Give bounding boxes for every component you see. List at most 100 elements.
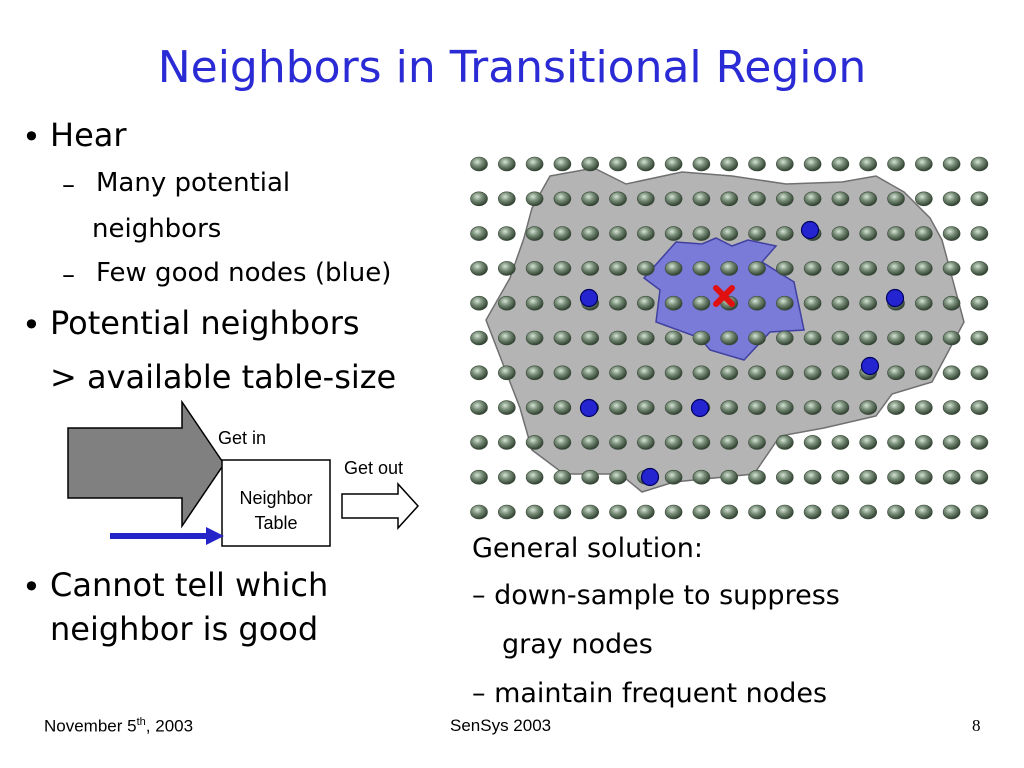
- gray-node: [470, 226, 488, 241]
- gray-node: [775, 365, 794, 381]
- gray-node: [887, 191, 905, 207]
- gray-node: [553, 295, 572, 311]
- gray-node: [497, 330, 516, 346]
- gray-node: [581, 469, 599, 485]
- gray-node: [970, 504, 989, 520]
- gray-node: [720, 504, 739, 520]
- get-in-label: Get in: [218, 428, 267, 448]
- gray-node: [831, 261, 850, 276]
- gray-node: [942, 156, 961, 172]
- gray-node: [914, 400, 933, 415]
- gray-node: [664, 226, 683, 241]
- bullet-dot: •: [22, 568, 41, 606]
- gray-node: [470, 469, 488, 485]
- gray-node: [942, 226, 961, 241]
- gray-node: [497, 295, 516, 311]
- gray-node: [525, 435, 544, 450]
- gray-node: [525, 504, 544, 520]
- gray-node: [803, 469, 822, 485]
- gray-node: [553, 400, 572, 415]
- gray-node: [664, 400, 683, 415]
- gray-node: [859, 435, 878, 450]
- gray-node: [914, 504, 933, 520]
- gray-node: [692, 156, 711, 172]
- blue-good-nodes: [579, 220, 905, 487]
- gray-node: [775, 226, 794, 241]
- gray-node: [692, 261, 711, 276]
- gray-node: [497, 226, 516, 241]
- gray-node: [637, 504, 655, 520]
- gray-node: [470, 400, 488, 415]
- gray-node: [609, 226, 627, 241]
- gray-node: [525, 365, 544, 381]
- gray-node: [803, 261, 822, 276]
- gray-node: [637, 365, 655, 381]
- gray-node: [664, 295, 683, 311]
- gray-node: [553, 261, 572, 276]
- gray-node: [497, 365, 516, 381]
- gray-node: [775, 261, 794, 276]
- footer-conference: SenSys 2003: [450, 716, 552, 735]
- gray-node: [970, 191, 989, 207]
- gray-node: [887, 469, 905, 485]
- gray-node: [970, 365, 989, 381]
- gray-node: [748, 295, 766, 311]
- sub-bullet-dash: –: [62, 260, 75, 290]
- gray-node: [914, 365, 933, 381]
- gray-node: [553, 226, 572, 241]
- gray-node: [637, 400, 655, 415]
- gray-node: [497, 400, 516, 415]
- gray-node: [914, 226, 933, 241]
- gray-node: [470, 504, 488, 520]
- gray-node: [887, 435, 905, 450]
- gray-node: [609, 295, 627, 311]
- gray-node: [775, 469, 794, 485]
- gray-node: [553, 191, 572, 207]
- gray-node: [831, 156, 850, 172]
- gray-node: [581, 330, 599, 346]
- sub-bullet-many-potential: Many potential: [96, 168, 291, 198]
- gray-node: [497, 469, 516, 485]
- gray-node: [581, 226, 599, 241]
- gray-node: [525, 295, 544, 311]
- page-number: 8: [972, 716, 981, 735]
- gray-node: [497, 191, 516, 207]
- gray-node: [664, 504, 683, 520]
- gray-node: [831, 330, 850, 346]
- gray-node: [609, 156, 627, 172]
- gray-node: [692, 226, 711, 241]
- gray-node: [748, 400, 766, 415]
- blue-node: [860, 356, 880, 376]
- gray-node: [470, 435, 488, 450]
- gray-node: [692, 469, 711, 485]
- gray-node: [942, 400, 961, 415]
- gray-node: [914, 295, 933, 311]
- gray-node: [692, 330, 711, 346]
- solution-line-1: – down-sample to suppress: [472, 580, 840, 611]
- gray-node: [831, 191, 850, 207]
- gray-node: [803, 330, 822, 346]
- gray-node: [748, 435, 766, 450]
- gray-node: [637, 261, 655, 276]
- gray-node: [914, 469, 933, 485]
- gray-node: [887, 365, 905, 381]
- gray-node: [803, 400, 822, 415]
- gray-node: [525, 191, 544, 207]
- gray-node: [581, 261, 599, 276]
- gray-node: [914, 156, 933, 172]
- gray-node: [470, 295, 488, 311]
- gray-node: [497, 261, 516, 276]
- solution-line-2: gray nodes: [502, 629, 653, 660]
- gray-node: [914, 330, 933, 346]
- gray-node: [887, 330, 905, 346]
- gray-node: [775, 400, 794, 415]
- gray-node: [497, 504, 516, 520]
- gray-node: [470, 261, 488, 276]
- solution-heading: General solution:: [472, 533, 704, 564]
- solution-line-3: – maintain frequent nodes: [472, 678, 828, 709]
- gray-node: [470, 191, 488, 207]
- gray-node: [748, 156, 766, 172]
- gray-node: [831, 435, 850, 450]
- gray-node: [831, 295, 850, 311]
- gray-node: [803, 156, 822, 172]
